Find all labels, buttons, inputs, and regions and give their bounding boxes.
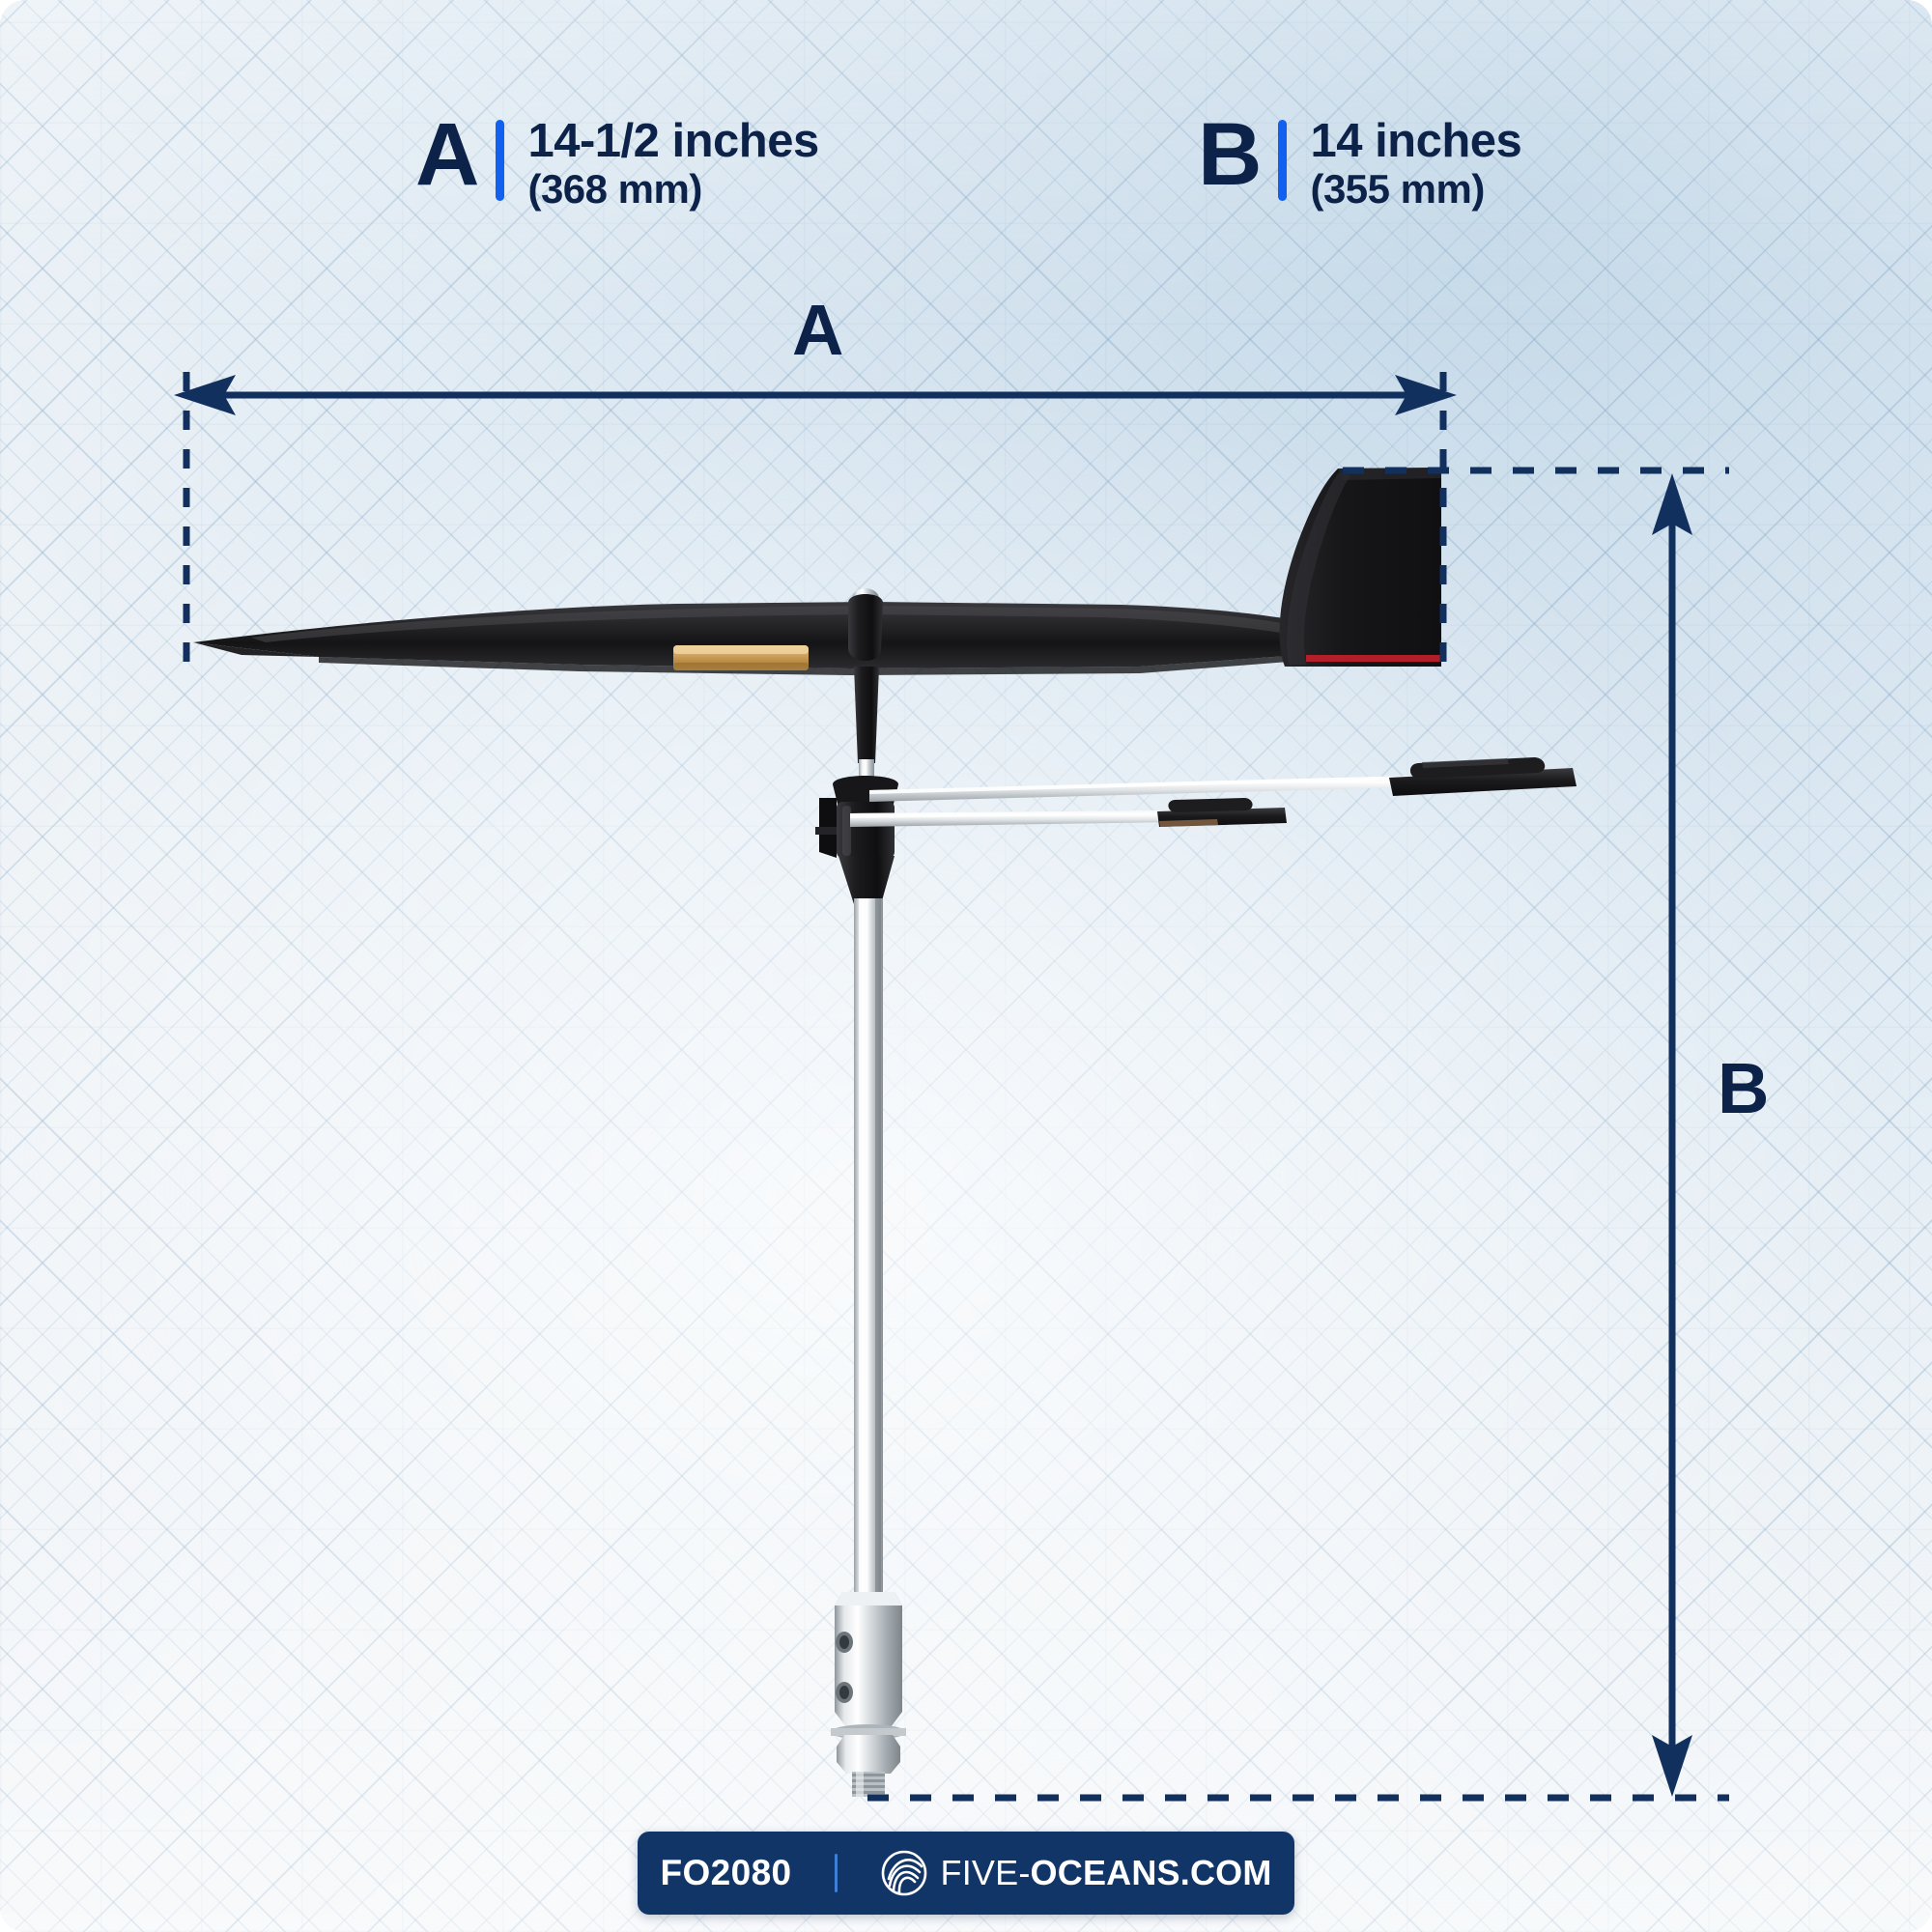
brand-prefix: FIVE- [940,1853,1031,1892]
callout-b-inches: 14 inches [1310,115,1522,167]
brass-counterweight [673,645,809,670]
brand-url: FIVE-OCEANS.COM [941,1853,1272,1893]
callout-b: B 14 inches (355 mm) [1198,105,1522,212]
mast-tube [854,898,883,1594]
callout-a-accent-rule [496,120,505,201]
red-stripe [1306,655,1441,662]
callout-a: A 14-1/2 inches (368 mm) [415,105,819,212]
footer-bar: FO2080 FIVE-OCEANS.COM [638,1832,1294,1915]
dimension-letter-a: A [792,290,844,370]
reference-arm-long [869,757,1577,802]
vane-airfoil-body [193,602,1381,675]
callout-b-mm: (355 mm) [1310,165,1485,212]
pivot-hub [848,588,883,786]
callout-b-letter: B [1198,105,1262,204]
mounting-base [831,1592,906,1797]
footer-divider [834,1854,838,1892]
dimension-letter-b: B [1718,1048,1770,1128]
shell-logo-icon [881,1850,926,1896]
reference-arm-short [850,798,1287,827]
callout-a-inches: 14-1/2 inches [527,115,819,167]
threaded-stud [852,1772,885,1797]
callout-a-letter: A [415,105,479,204]
tail-fin [1279,468,1441,667]
brand-suffix: OCEANS.COM [1030,1853,1272,1892]
callout-b-accent-rule [1278,120,1288,201]
product-sku: FO2080 [660,1853,792,1892]
reference-arm-long-tab [1389,757,1577,796]
reference-arm-short-tab [1157,798,1287,827]
callout-a-mm: (368 mm) [527,165,702,212]
